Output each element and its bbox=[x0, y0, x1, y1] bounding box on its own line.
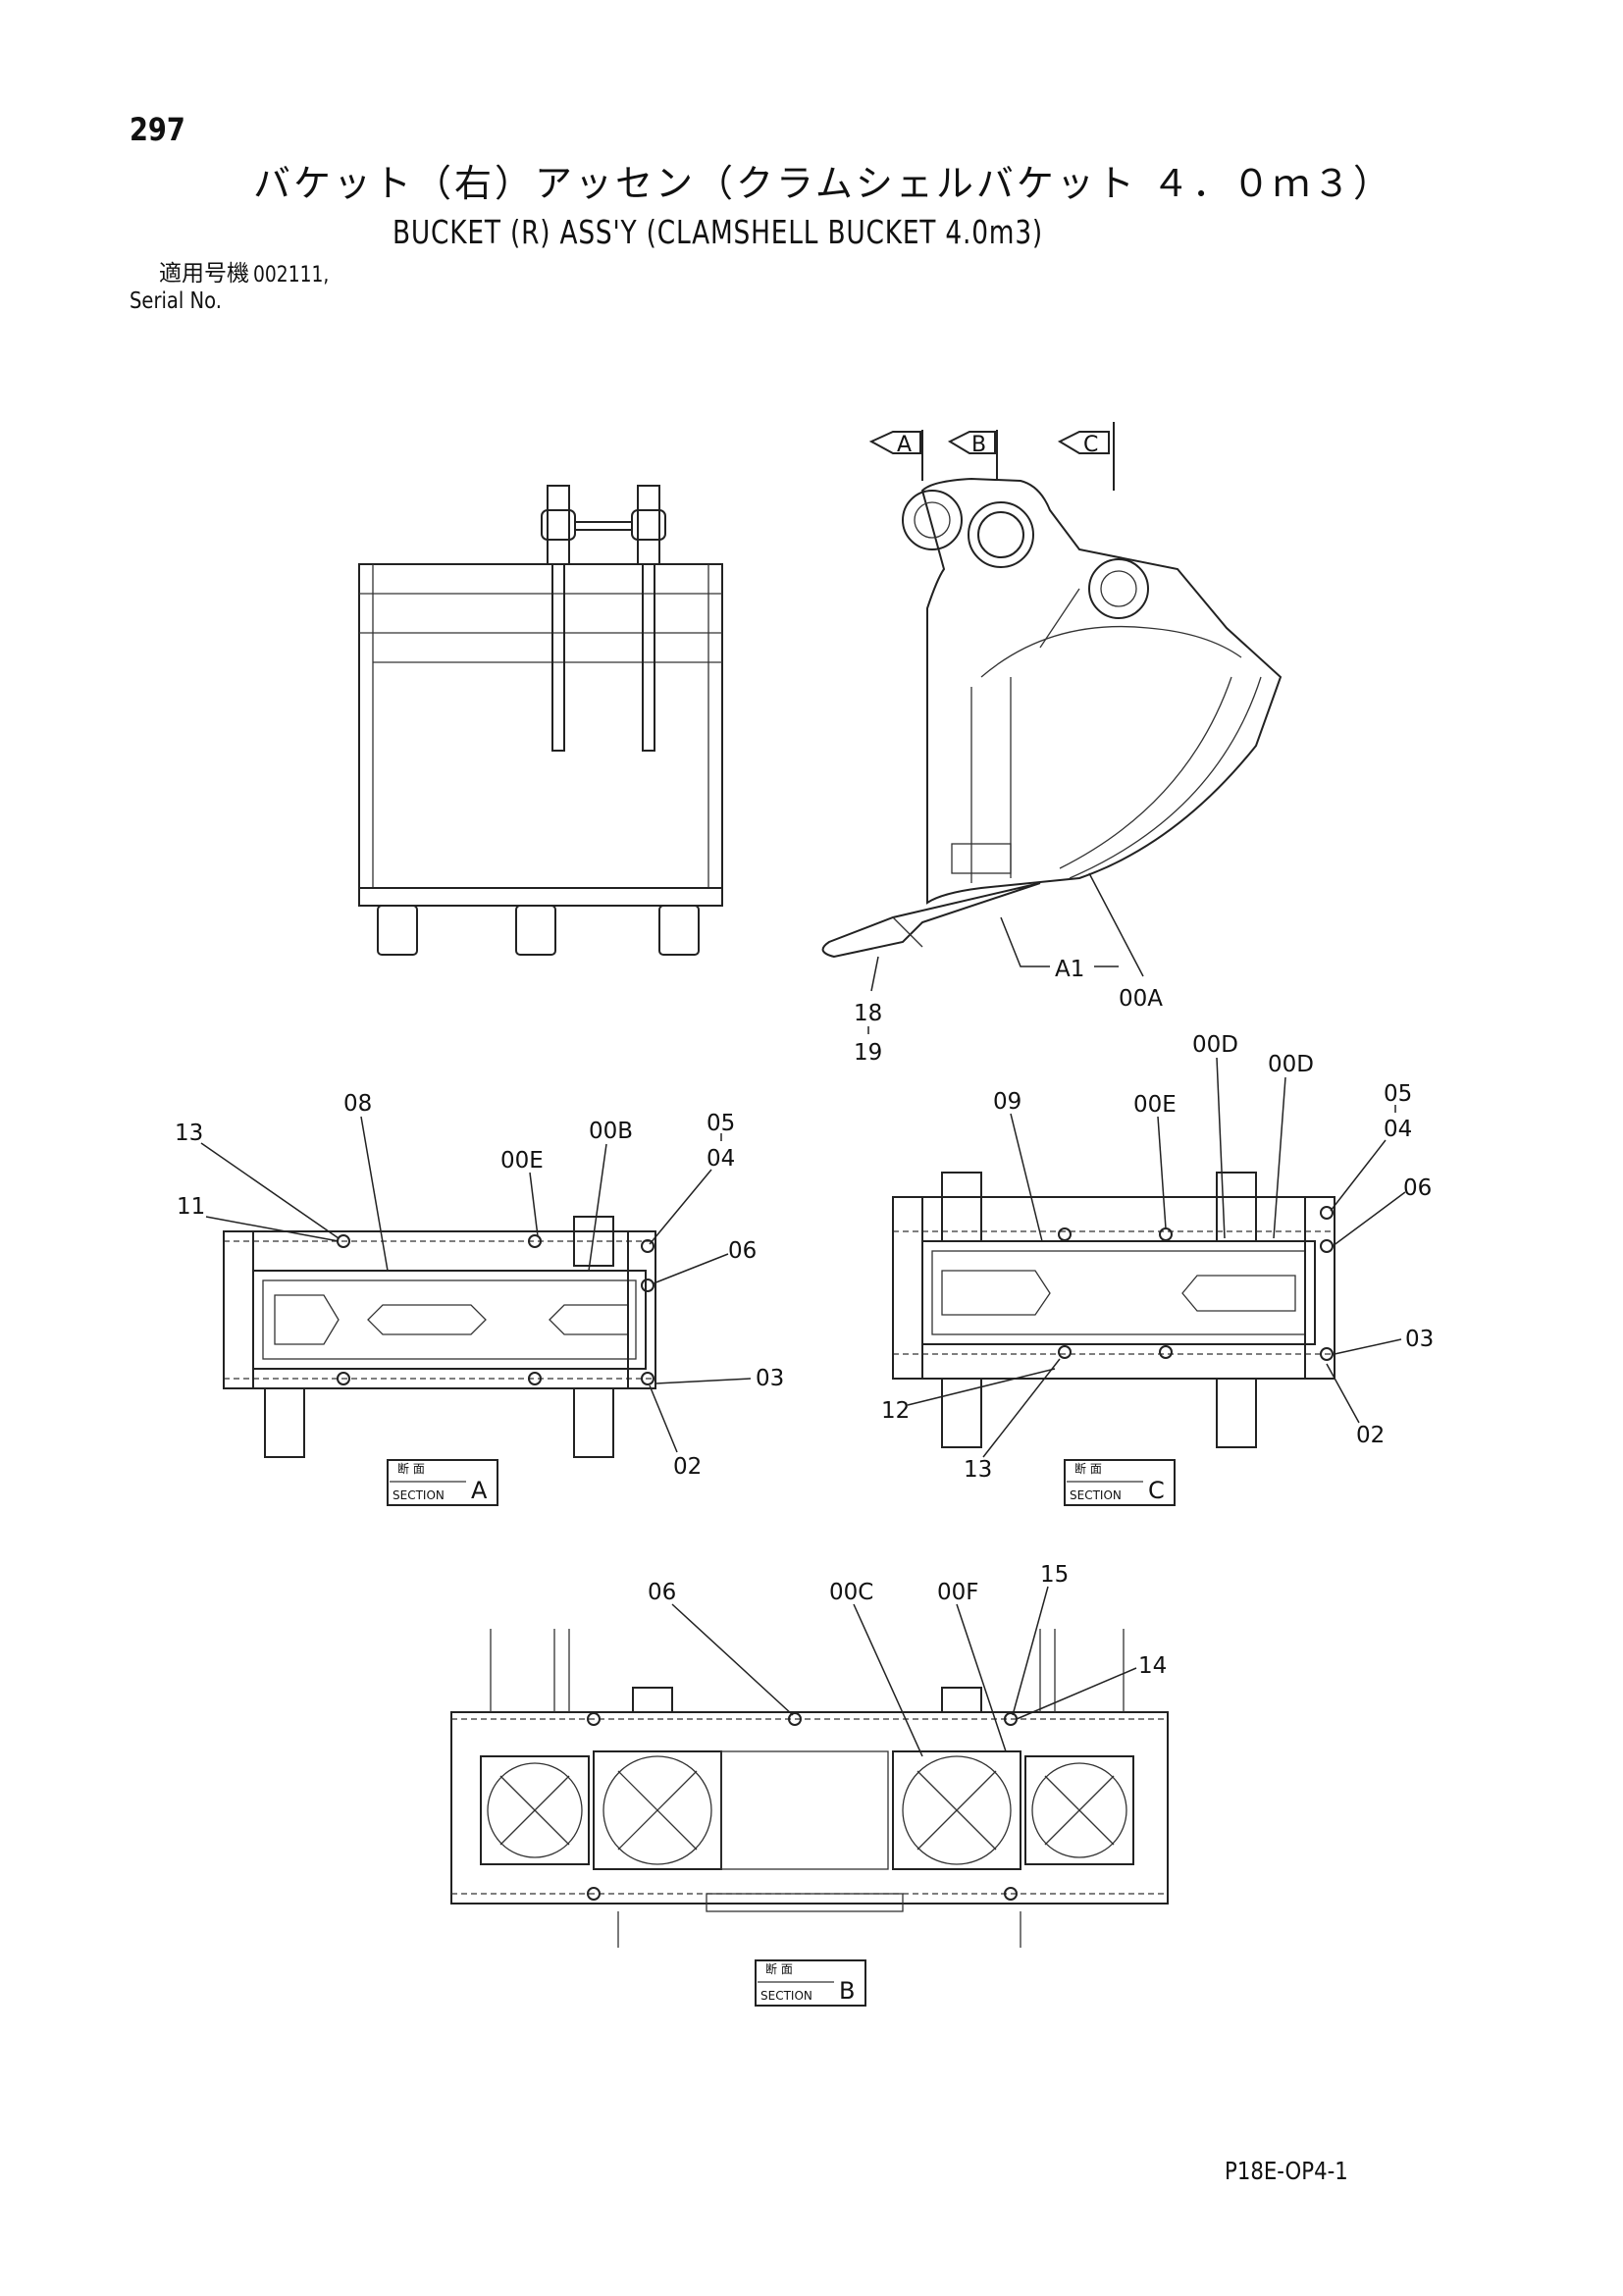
serial-value: 002111, bbox=[253, 263, 330, 287]
section-c-callout-05: 05 bbox=[1384, 1081, 1412, 1107]
section-c-tag-en: SECTION bbox=[1070, 1488, 1122, 1502]
callout-18: 18 bbox=[854, 1001, 882, 1026]
section-b-view: 06 00C 00F 15 14 断 面 SECTION B bbox=[450, 1562, 1169, 2007]
section-a-callout-02: 02 bbox=[673, 1454, 702, 1480]
section-a-callout-00b: 00B bbox=[589, 1119, 633, 1144]
view-arrow-a-label: A bbox=[897, 433, 912, 457]
section-c-callout-02: 02 bbox=[1356, 1423, 1385, 1448]
section-b-callout-15: 15 bbox=[1040, 1562, 1069, 1588]
section-c-tag: 断 面 SECTION C bbox=[1064, 1459, 1176, 1506]
title-japanese: バケット（右）アッセン（クラムシェルバケット ４．０ｍ３） bbox=[253, 162, 1393, 205]
view-arrow-c: C bbox=[1057, 422, 1115, 491]
callout-19: 19 bbox=[854, 1040, 882, 1066]
section-a-callout-04: 04 bbox=[707, 1146, 735, 1172]
section-b-callout-06: 06 bbox=[648, 1580, 676, 1605]
section-a-tag-en: SECTION bbox=[393, 1488, 445, 1502]
callout-a1: A1 bbox=[1055, 957, 1084, 982]
section-c-callout-06: 06 bbox=[1403, 1175, 1432, 1201]
section-a-view: 13 08 11 00E 00B 05 04 06 03 02 断 面 bbox=[175, 1091, 784, 1506]
section-a-tag-letter: A bbox=[471, 1477, 488, 1504]
view-arrow-c-label: C bbox=[1083, 433, 1098, 457]
section-b-callout-00f: 00F bbox=[937, 1580, 979, 1605]
section-a-callout-13: 13 bbox=[175, 1121, 203, 1146]
section-c-tag-jp: 断 面 bbox=[1074, 1461, 1102, 1476]
callout-00a: 00A bbox=[1119, 986, 1163, 1012]
section-c-callout-04: 04 bbox=[1384, 1117, 1412, 1142]
section-c-callout-00d-1: 00D bbox=[1192, 1032, 1238, 1058]
section-c-callout-03: 03 bbox=[1405, 1327, 1434, 1352]
section-a-callout-11: 11 bbox=[177, 1194, 205, 1220]
view-arrow-a: A bbox=[868, 430, 923, 481]
serial-label-english: Serial No. bbox=[130, 288, 222, 314]
section-b-callout-00c: 00C bbox=[829, 1580, 873, 1605]
section-b-tag-jp: 断 面 bbox=[765, 1961, 793, 1976]
section-c-callout-09: 09 bbox=[993, 1089, 1021, 1115]
page-number: 297 bbox=[130, 111, 185, 148]
bucket-side-view: A B C A1 00A 18 19 bbox=[821, 422, 1283, 1066]
view-arrow-b-label: B bbox=[971, 433, 986, 457]
title-english: BUCKET (R) ASS'Y (CLAMSHELL BUCKET 4.0m3… bbox=[393, 213, 1044, 251]
document-code: P18E-OP4-1 bbox=[1225, 2157, 1348, 2185]
section-c-view: 09 00E 00D 00D 05 04 06 03 12 13 02 bbox=[881, 1032, 1434, 1506]
section-b-callout-14: 14 bbox=[1138, 1653, 1167, 1679]
section-c-callout-12: 12 bbox=[881, 1398, 910, 1424]
section-b-tag-en: SECTION bbox=[760, 1989, 812, 2003]
section-a-callout-06: 06 bbox=[728, 1238, 757, 1264]
section-c-callout-00d-2: 00D bbox=[1268, 1052, 1314, 1077]
view-arrow-b: B bbox=[947, 430, 998, 481]
serial-label-japanese: 適用号機 bbox=[159, 261, 249, 287]
section-a-callout-05: 05 bbox=[707, 1111, 735, 1136]
section-b-tag-letter: B bbox=[839, 1977, 855, 2005]
section-a-callout-03: 03 bbox=[756, 1366, 784, 1391]
section-b-tag: 断 面 SECTION B bbox=[755, 1959, 866, 2007]
section-a-tag-jp: 断 面 bbox=[397, 1461, 425, 1476]
section-a-tag: 断 面 SECTION A bbox=[387, 1459, 498, 1506]
section-c-callout-13: 13 bbox=[964, 1457, 992, 1483]
bucket-front-view bbox=[358, 485, 723, 956]
section-c-callout-00e: 00E bbox=[1133, 1092, 1177, 1118]
section-a-callout-00e: 00E bbox=[500, 1148, 544, 1174]
section-c-tag-letter: C bbox=[1148, 1477, 1165, 1504]
section-a-callout-08: 08 bbox=[343, 1091, 372, 1117]
